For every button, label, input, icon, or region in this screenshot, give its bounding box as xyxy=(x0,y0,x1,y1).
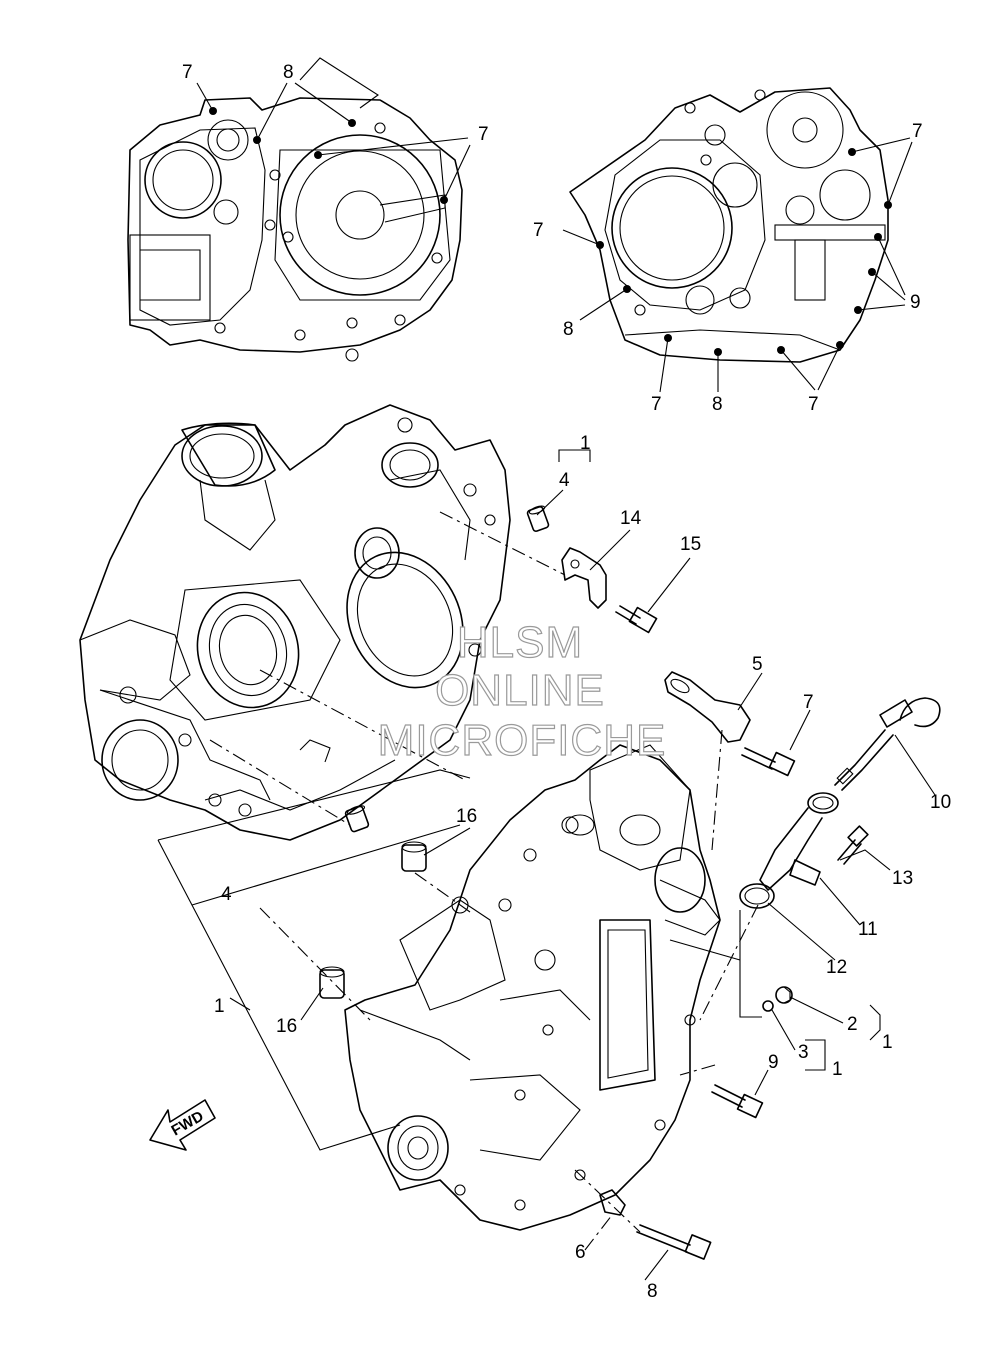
crankcase-left-half xyxy=(79,404,511,841)
callout-number: 16 xyxy=(276,1016,297,1037)
callout-number: 14 xyxy=(620,508,642,529)
leader-lines-main xyxy=(157,449,936,1281)
callout-number: 7 xyxy=(533,220,544,241)
bolt xyxy=(636,1224,712,1260)
watermark-line3: MICROFICHE xyxy=(378,716,667,765)
callout-number: 9 xyxy=(768,1052,779,1073)
bolt xyxy=(615,605,658,634)
callout-number: 5 xyxy=(752,654,763,675)
callout-number: 7 xyxy=(808,394,819,415)
watermark-line1: HLSM xyxy=(457,618,583,667)
bolt xyxy=(837,825,869,865)
callout-number: 7 xyxy=(182,62,193,83)
dowel-pin xyxy=(526,505,550,533)
drain-plug xyxy=(775,986,793,1004)
callout-number: 8 xyxy=(283,62,294,83)
callout-number: 7 xyxy=(651,394,662,415)
callout-number: 3 xyxy=(798,1042,809,1063)
callout-number: 6 xyxy=(575,1242,586,1263)
dowel-pin xyxy=(401,841,427,872)
gasket xyxy=(762,1000,774,1012)
callout-number: 1 xyxy=(882,1032,893,1053)
callout-number: 1 xyxy=(214,996,225,1017)
watermark-line2: ONLINE xyxy=(435,666,605,715)
crankcase-right-half xyxy=(344,744,741,1231)
callout-number: 7 xyxy=(912,121,923,142)
stopper-plate xyxy=(561,547,607,609)
callout-number: 15 xyxy=(680,534,701,555)
crankcase-left-top-view xyxy=(127,97,463,362)
callout-number: 1 xyxy=(832,1059,843,1080)
callout-numbers: 7 8 7 7 7 9 8 7 8 7 1 4 14 15 5 7 10 13 … xyxy=(182,62,951,1302)
fwd-arrow: FWD xyxy=(149,1099,216,1151)
callout-number: 8 xyxy=(712,394,723,415)
dowel-pin xyxy=(319,966,345,999)
callout-number: 11 xyxy=(858,919,878,940)
callout-number: 4 xyxy=(559,470,570,491)
callout-number: 13 xyxy=(892,868,913,889)
dipstick xyxy=(834,697,941,791)
callout-number: 9 xyxy=(910,292,921,313)
leader-lines-top-right xyxy=(562,137,913,393)
callout-number: 16 xyxy=(456,806,477,827)
bolt xyxy=(741,747,796,777)
callout-number: 8 xyxy=(563,319,574,340)
leader-lines-top-left xyxy=(196,57,471,201)
strainer-bracket xyxy=(664,671,751,743)
oil-filler-pipe xyxy=(759,792,839,891)
callout-number: 12 xyxy=(826,957,847,978)
bolt xyxy=(711,1084,764,1119)
watermark: HLSM ONLINE MICROFICHE xyxy=(377,617,667,765)
crankcase-right-top-view xyxy=(569,87,892,363)
clamp xyxy=(599,1189,626,1216)
callout-number: 7 xyxy=(478,124,489,145)
callout-number: 10 xyxy=(930,792,951,813)
callout-number: 4 xyxy=(221,884,232,905)
callout-number: 8 xyxy=(647,1281,658,1302)
callout-number: 7 xyxy=(803,692,814,713)
dowel-pin xyxy=(344,805,370,833)
callout-number: 1 xyxy=(580,433,591,454)
callout-number: 2 xyxy=(847,1014,858,1035)
